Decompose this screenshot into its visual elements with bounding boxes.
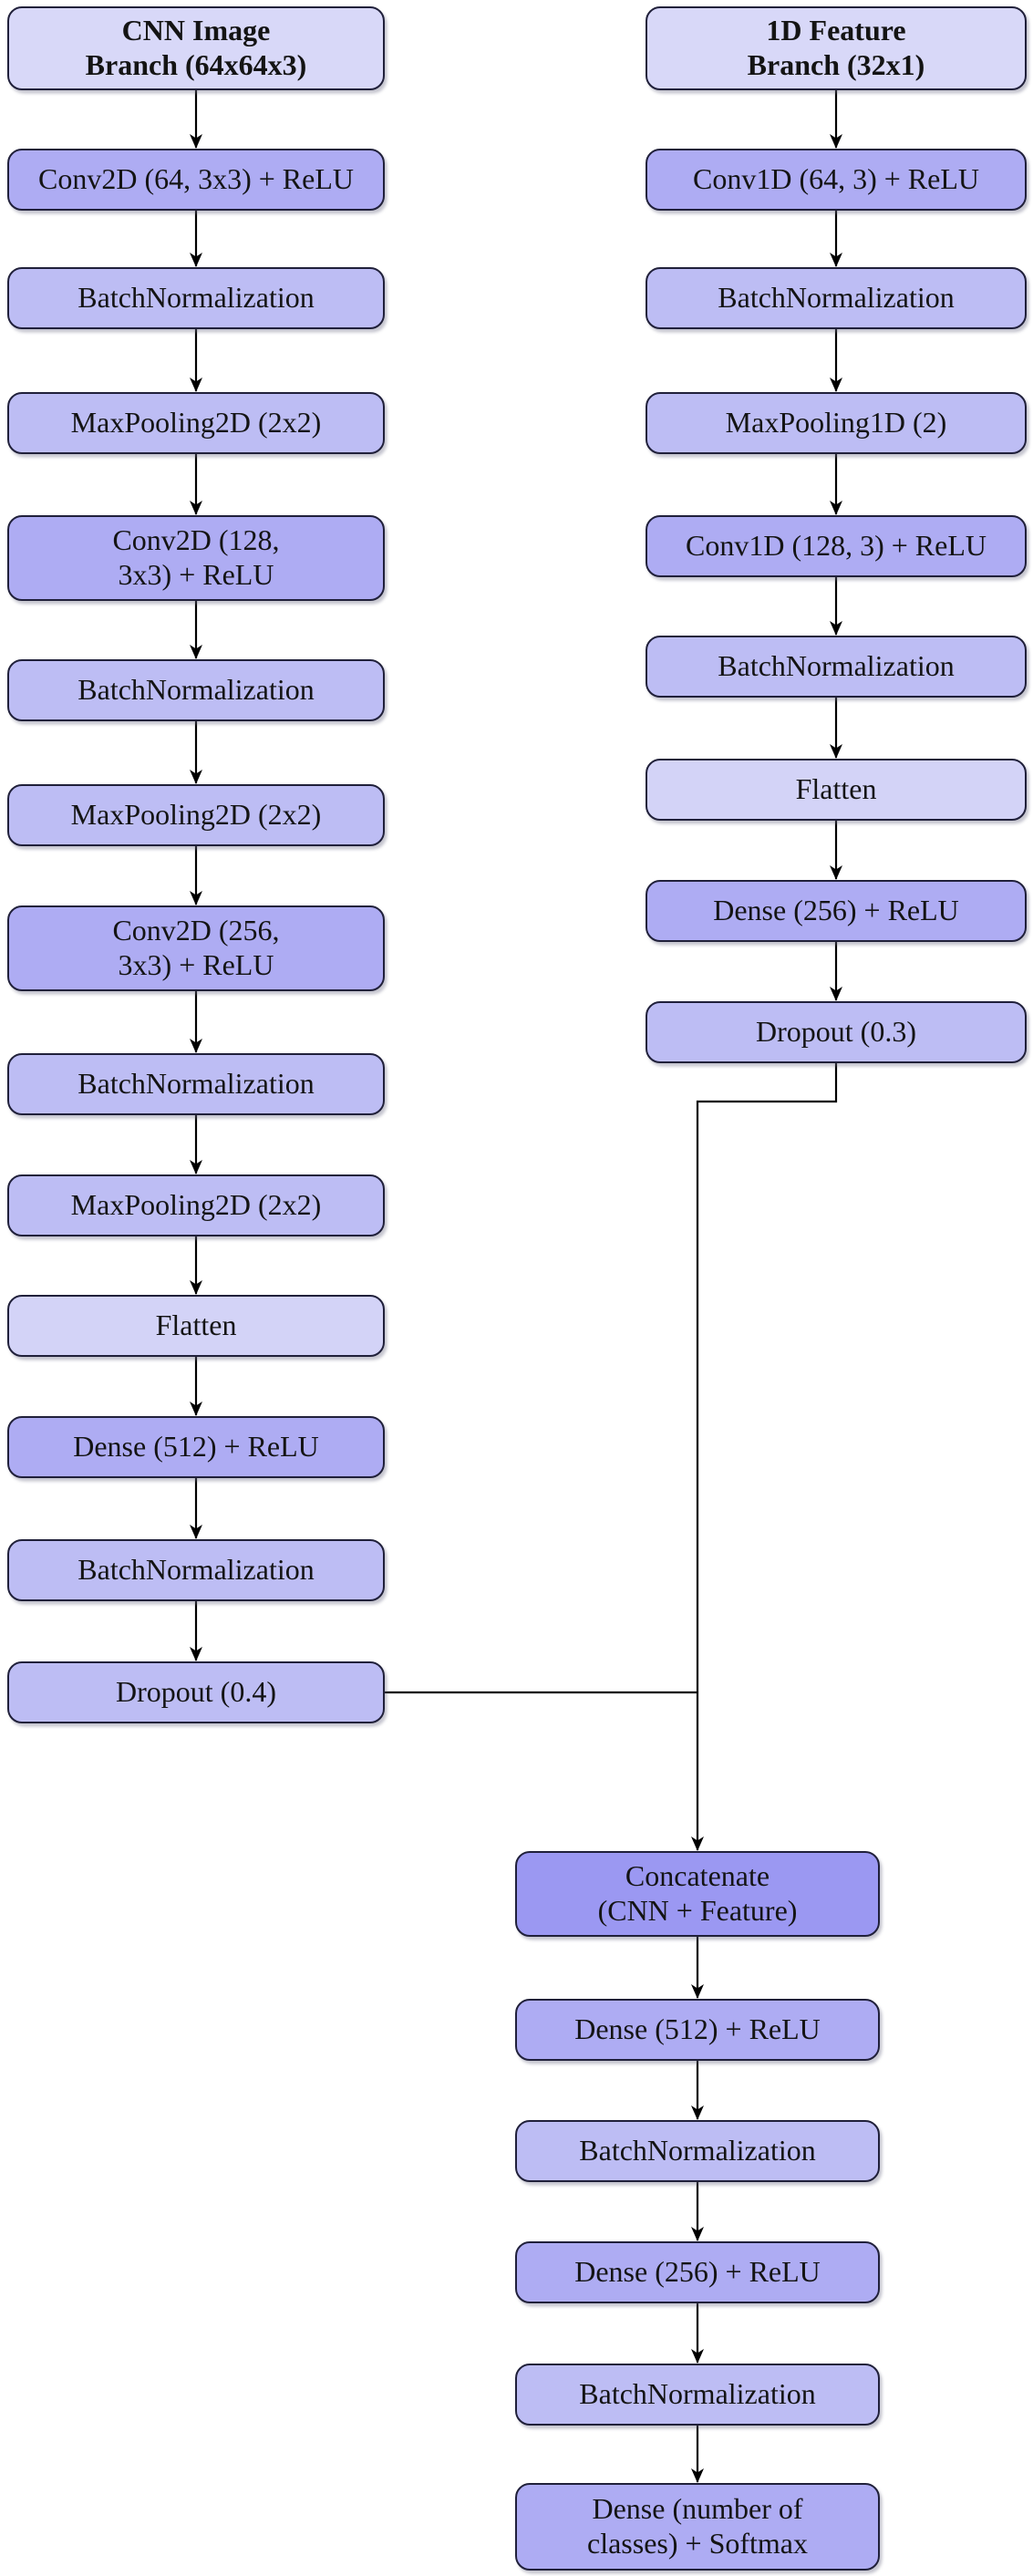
cnn-layer-box-batchnormalization: BatchNormalization (7, 659, 385, 721)
cnn-layer-box-maxpooling2d-2x2: MaxPooling2D (2x2) (7, 784, 385, 846)
feature-layer-box-batchnormalization: BatchNormalization (646, 636, 1027, 698)
layer-label: BatchNormalization (579, 2134, 816, 2167)
feature-layer-box-batchnormalization: BatchNormalization (646, 267, 1027, 329)
cnn-layer-box-dropout-0-4: Dropout (0.4) (7, 1661, 385, 1723)
merged-layer-box-dense-number-of-classes-softmax: Dense (number of classes) + Softmax (515, 2483, 880, 2571)
layer-label: Flatten (795, 772, 877, 806)
cnn-layer-box-batchnormalization: BatchNormalization (7, 1539, 385, 1601)
cnn-layer-box-flatten: Flatten (7, 1295, 385, 1357)
feature-layer-box-flatten: Flatten (646, 759, 1027, 821)
layer-label: Dense (256) + ReLU (574, 2255, 821, 2289)
cnn-layer-box-batchnormalization: BatchNormalization (7, 1053, 385, 1115)
layer-label: Conv1D (128, 3) + ReLU (685, 529, 987, 563)
cnn-layer-box-maxpooling2d-2x2: MaxPooling2D (2x2) (7, 392, 385, 454)
layer-label: Flatten (155, 1309, 237, 1342)
merged-layer-box-dense-256-relu: Dense (256) + ReLU (515, 2241, 880, 2303)
feature-layer-box-1d-feature-branch-32x1: 1D Feature Branch (32x1) (646, 6, 1027, 90)
feature-layer-box-dense-256-relu: Dense (256) + ReLU (646, 880, 1027, 942)
layer-label: BatchNormalization (579, 2377, 816, 2411)
feature-layer-box-conv1d-128-3-relu: Conv1D (128, 3) + ReLU (646, 515, 1027, 577)
cnn-layer-box-batchnormalization: BatchNormalization (7, 267, 385, 329)
cnn-layer-box-dense-512-relu: Dense (512) + ReLU (7, 1416, 385, 1478)
layer-label: Dense (512) + ReLU (574, 2012, 821, 2046)
layer-label: Concatenate (CNN + Feature) (597, 1859, 798, 1927)
merged-layer-box-dense-512-relu: Dense (512) + ReLU (515, 1999, 880, 2061)
merged-layer-box-batchnormalization: BatchNormalization (515, 2364, 880, 2426)
feature-layer-box-maxpooling1d-2: MaxPooling1D (2) (646, 392, 1027, 454)
layer-label: Conv2D (128, 3x3) + ReLU (112, 523, 280, 591)
layer-label: Conv1D (64, 3) + ReLU (692, 162, 979, 196)
layer-label: Dense (256) + ReLU (713, 894, 959, 927)
layer-label: 1D Feature Branch (32x1) (747, 14, 925, 81)
layer-label: Conv2D (256, 3x3) + ReLU (112, 914, 280, 981)
layer-label: CNN Image Branch (64x64x3) (85, 14, 307, 81)
layer-label: MaxPooling2D (2x2) (70, 798, 322, 832)
layer-label: BatchNormalization (77, 281, 315, 315)
layer-label: Dense (512) + ReLU (73, 1430, 319, 1464)
merge-connector-feature-dropout (691, 1063, 838, 1851)
layer-label: Dropout (0.3) (756, 1015, 916, 1049)
layer-label: BatchNormalization (77, 673, 315, 707)
layer-label: Dense (number of classes) + Softmax (587, 2492, 808, 2560)
layer-label: BatchNormalization (718, 649, 955, 683)
layer-label: BatchNormalization (718, 281, 955, 315)
merged-layer-box-concatenate-cnn-feature: Concatenate (CNN + Feature) (515, 1851, 880, 1937)
cnn-layer-box-conv2d-128-3x3-relu: Conv2D (128, 3x3) + ReLU (7, 515, 385, 601)
feature-layer-box-dropout-0-3: Dropout (0.3) (646, 1001, 1027, 1063)
layer-label: MaxPooling1D (2) (725, 406, 947, 440)
cnn-layer-box-conv2d-256-3x3-relu: Conv2D (256, 3x3) + ReLU (7, 905, 385, 991)
layer-label: MaxPooling2D (2x2) (70, 406, 322, 440)
cnn-layer-box-conv2d-64-3x3-relu: Conv2D (64, 3x3) + ReLU (7, 149, 385, 211)
layer-label: BatchNormalization (77, 1553, 315, 1587)
cnn-layer-box-maxpooling2d-2x2: MaxPooling2D (2x2) (7, 1174, 385, 1236)
layer-label: MaxPooling2D (2x2) (70, 1188, 322, 1222)
layer-label: Conv2D (64, 3x3) + ReLU (37, 162, 354, 196)
cnn-layer-box-cnn-image-branch-64x64x3: CNN Image Branch (64x64x3) (7, 6, 385, 90)
layer-label: BatchNormalization (77, 1067, 315, 1101)
layer-label: Dropout (0.4) (116, 1675, 276, 1709)
feature-layer-box-conv1d-64-3-relu: Conv1D (64, 3) + ReLU (646, 149, 1027, 211)
merged-layer-box-batchnormalization: BatchNormalization (515, 2120, 880, 2182)
